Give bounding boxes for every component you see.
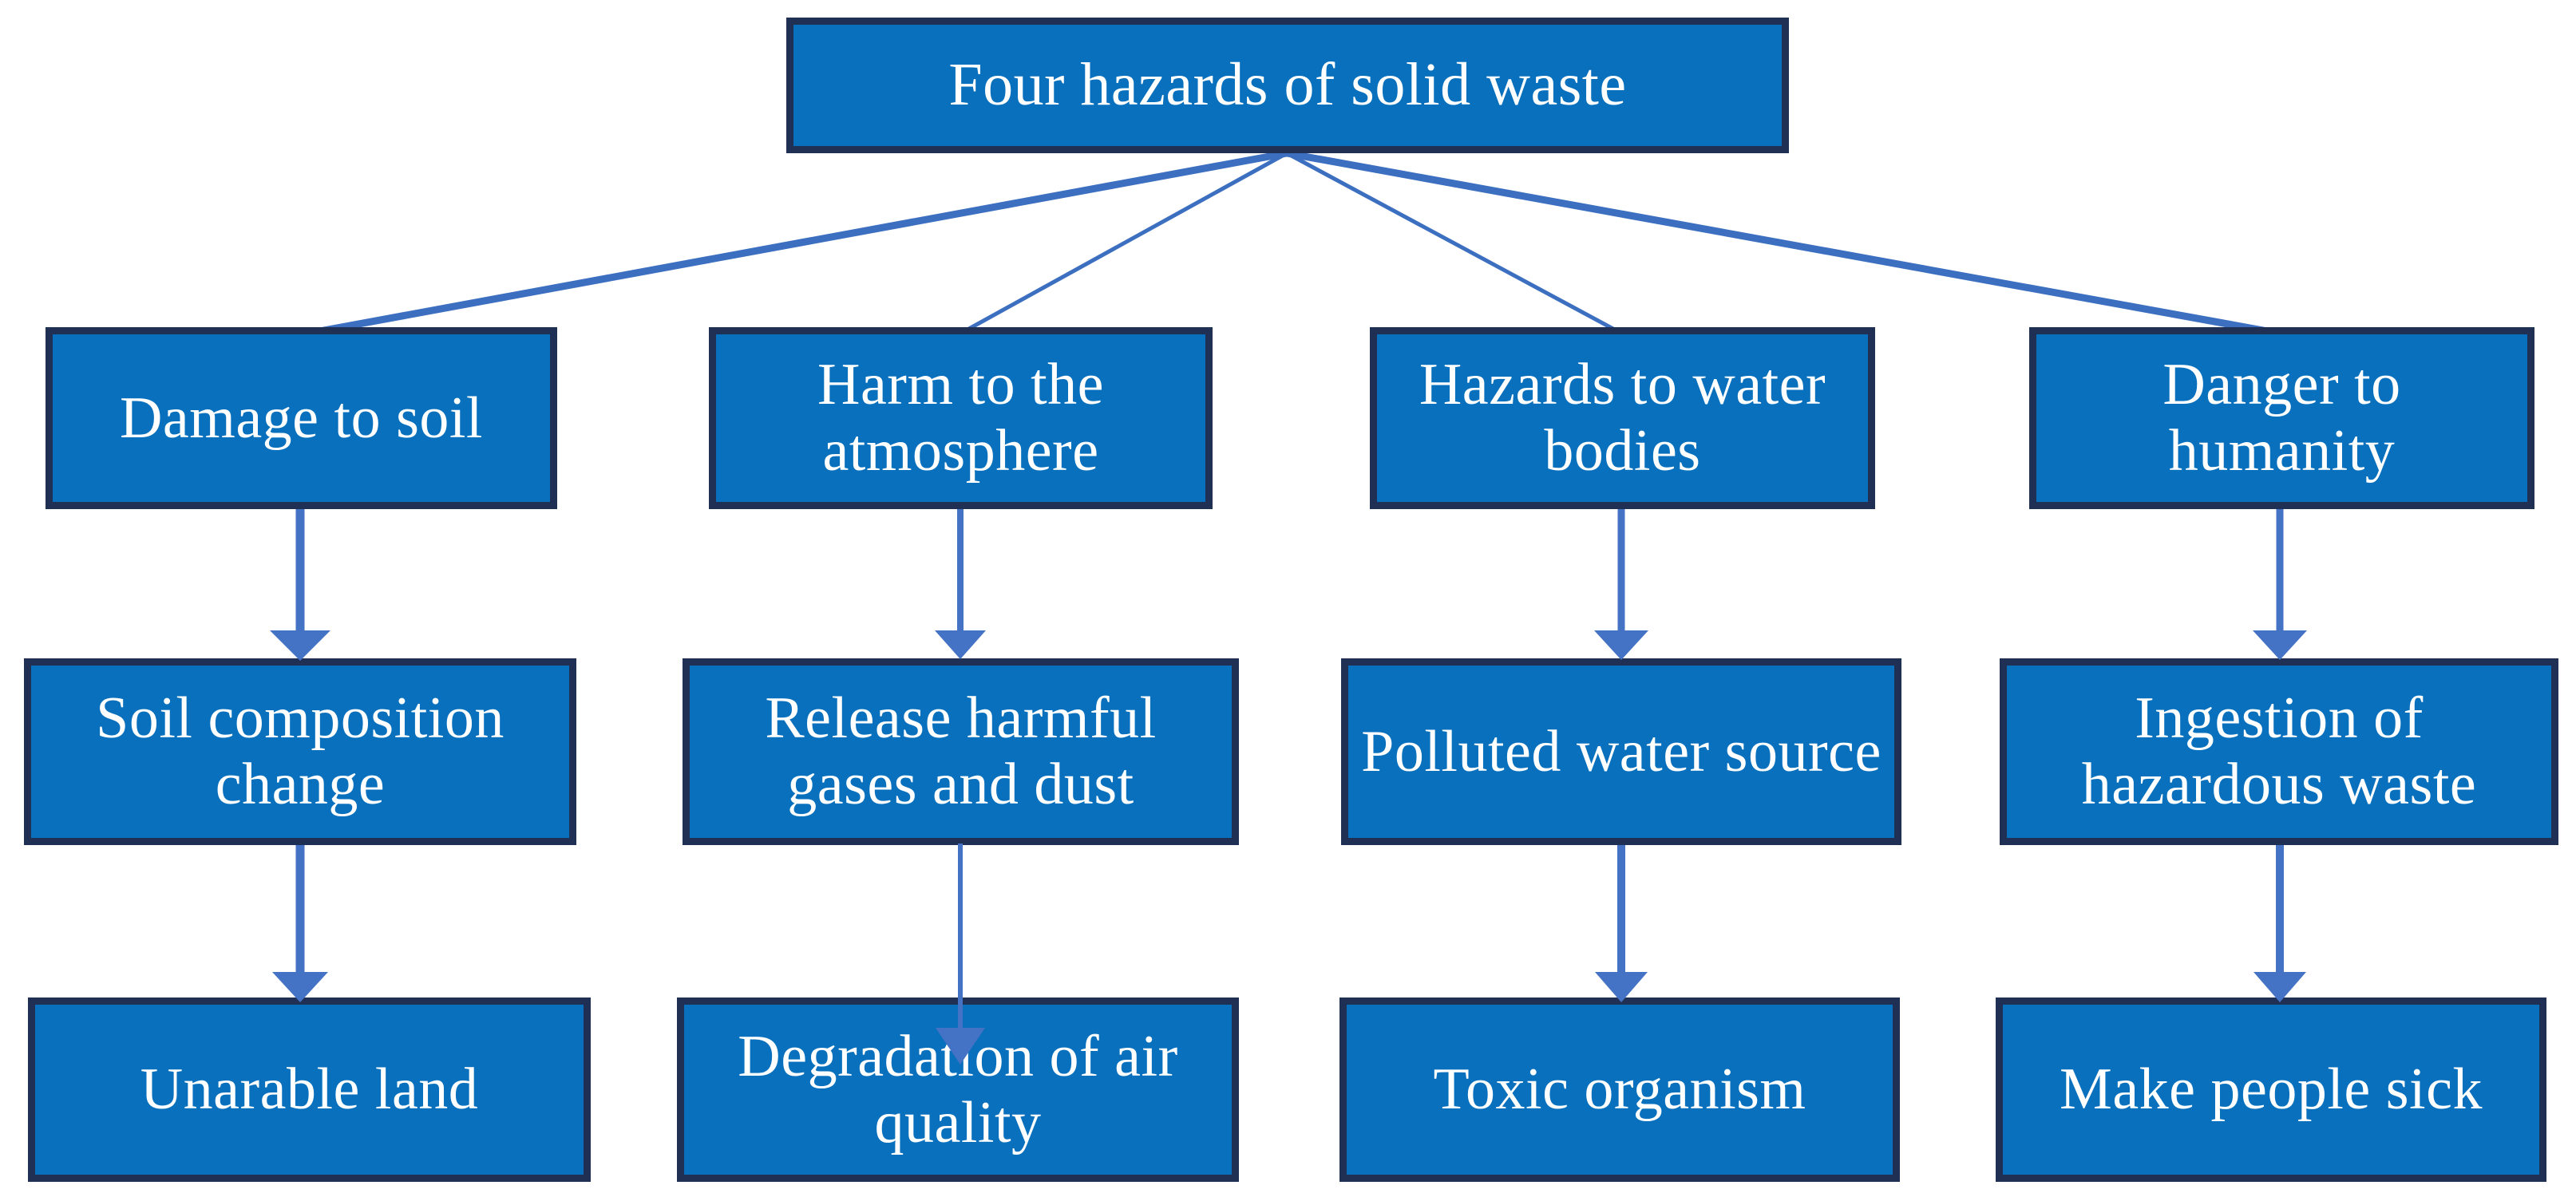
arrow-head-icon (2254, 972, 2306, 1002)
node-branch-3-category[interactable]: Danger to humanity (2029, 327, 2534, 509)
node-branch-2-category[interactable]: Hazards to water bodies (1370, 327, 1875, 509)
arrow-head-icon (936, 1028, 985, 1065)
node-branch-1-consequence-label: Release harmful gases and dust (765, 685, 1157, 817)
arrow-branch-0-category-to-consequence (270, 509, 330, 661)
node-branch-0-outcome-label: Unarable land (140, 1057, 479, 1123)
node-branch-0-category[interactable]: Damage to soil (46, 327, 557, 509)
arrow-head-icon (2253, 630, 2307, 660)
node-branch-3-outcome[interactable]: Make people sick (1996, 998, 2546, 1182)
arrow-head-icon (935, 630, 986, 659)
node-branch-3-consequence-label: Ingestion of hazardous waste (2081, 685, 2477, 817)
node-branch-1-category-label: Harm to the atmosphere (817, 352, 1104, 484)
node-branch-2-consequence-label: Polluted water source (1361, 718, 1882, 784)
node-branch-1-outcome[interactable]: Degradation of air quality (677, 998, 1239, 1182)
node-branch-2-outcome-label: Toxic organism (1433, 1057, 1806, 1123)
arrow-head-icon (270, 630, 330, 661)
arrow-head-icon (272, 972, 328, 1002)
node-root[interactable]: Four hazards of solid waste (786, 18, 1789, 153)
connector-root-to-branch-3 (1286, 149, 2281, 338)
node-branch-0-consequence-label: Soil composition change (96, 685, 505, 817)
node-branch-2-category-label: Hazards to water bodies (1419, 352, 1826, 484)
node-branch-1-consequence[interactable]: Release harmful gases and dust (683, 658, 1239, 845)
node-branch-3-outcome-label: Make people sick (2060, 1057, 2483, 1123)
connector-root-to-branch-0 (306, 149, 1288, 338)
node-branch-0-consequence[interactable]: Soil composition change (24, 658, 576, 845)
node-branch-3-consequence[interactable]: Ingestion of hazardous waste (2000, 658, 2558, 845)
arrow-branch-1-consequence-to-outcome (936, 843, 985, 1065)
node-branch-0-category-label: Damage to soil (119, 385, 483, 451)
connector-root-to-branch-2 (1285, 151, 1624, 336)
arrow-branch-0-consequence-to-outcome (272, 845, 328, 1002)
arrow-head-icon (1594, 630, 1648, 660)
arrow-head-icon (1595, 972, 1648, 1002)
node-branch-2-outcome[interactable]: Toxic organism (1339, 998, 1900, 1182)
node-branch-2-consequence[interactable]: Polluted water source (1341, 658, 1901, 845)
node-branch-0-outcome[interactable]: Unarable land (28, 998, 591, 1182)
node-root-label: Four hazards of solid waste (948, 51, 1627, 119)
arrow-branch-2-category-to-consequence (1594, 509, 1648, 660)
arrow-branch-2-consequence-to-outcome (1595, 845, 1648, 1002)
node-branch-1-category[interactable]: Harm to the atmosphere (709, 327, 1213, 509)
arrow-branch-3-consequence-to-outcome (2254, 845, 2306, 1002)
node-branch-3-category-label: Danger to humanity (2162, 352, 2401, 484)
arrow-branch-3-category-to-consequence (2253, 509, 2307, 660)
arrow-branch-1-category-to-consequence (935, 509, 986, 659)
connector-root-to-branch-1 (959, 151, 1288, 336)
